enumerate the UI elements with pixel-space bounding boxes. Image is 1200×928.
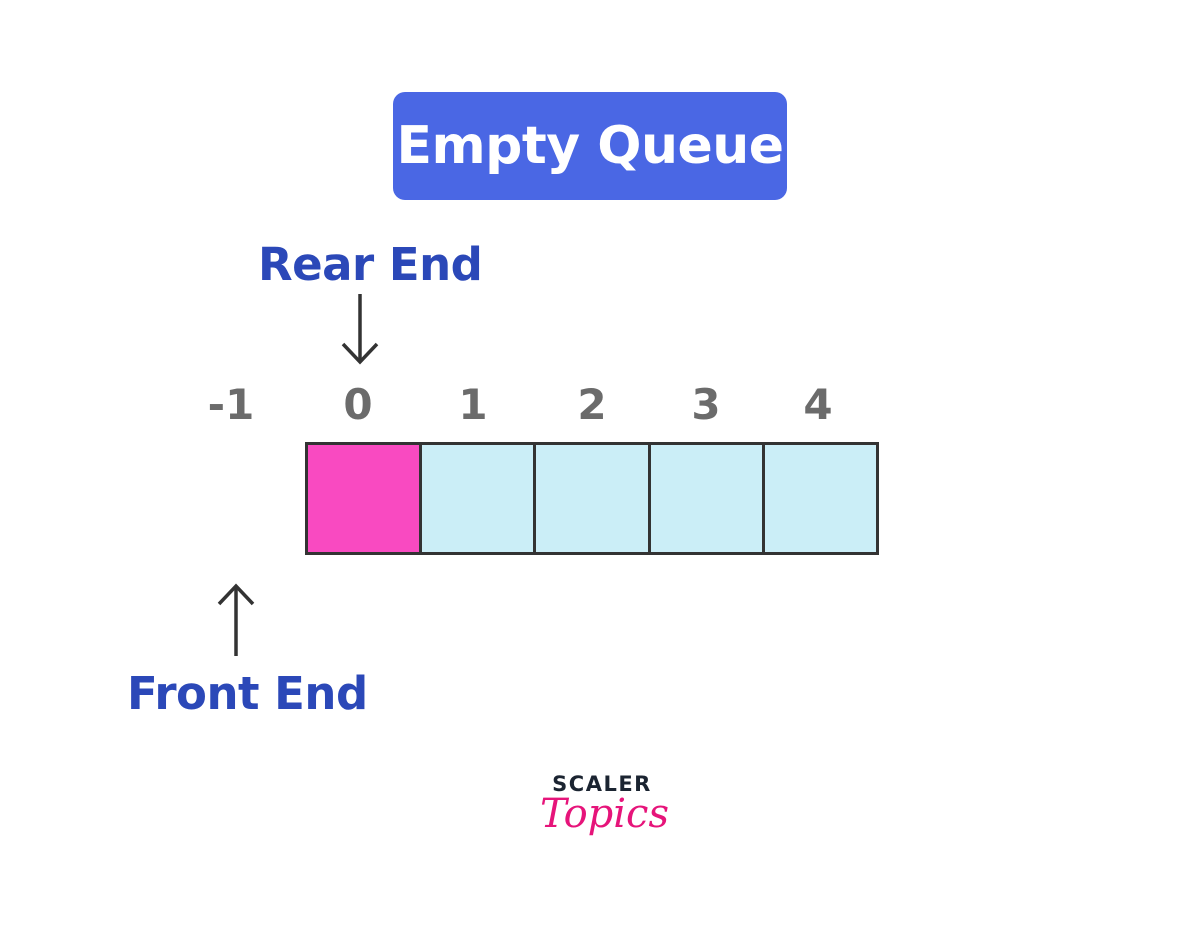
- logo-line-2: Topics: [540, 791, 669, 837]
- front-end-label: Front End: [127, 667, 368, 720]
- front-arrow-head: [217, 583, 255, 606]
- queue-array: [305, 442, 880, 555]
- logo-line-1: SCALER: [552, 772, 652, 796]
- queue-cell: [419, 442, 537, 555]
- queue-cell: [761, 442, 880, 555]
- rear-arrow-head: [341, 342, 379, 365]
- index-label: -1: [207, 380, 255, 429]
- index-label: 2: [577, 380, 607, 429]
- scaler-topics-logo: SCALER Topics: [540, 772, 669, 866]
- title-text: Empty Queue: [396, 116, 784, 176]
- title-box: Empty Queue: [393, 92, 787, 200]
- index-label: 4: [803, 380, 833, 429]
- rear-end-label: Rear End: [258, 238, 483, 291]
- rear-arrow-down-icon: [341, 294, 379, 365]
- index-label: 3: [691, 380, 721, 429]
- queue-cell: [533, 442, 651, 555]
- index-label: 0: [343, 380, 373, 429]
- queue-cell: [647, 442, 765, 555]
- front-arrow-up-icon: [217, 583, 255, 656]
- index-label: 1: [458, 380, 488, 429]
- queue-cell: [305, 442, 423, 555]
